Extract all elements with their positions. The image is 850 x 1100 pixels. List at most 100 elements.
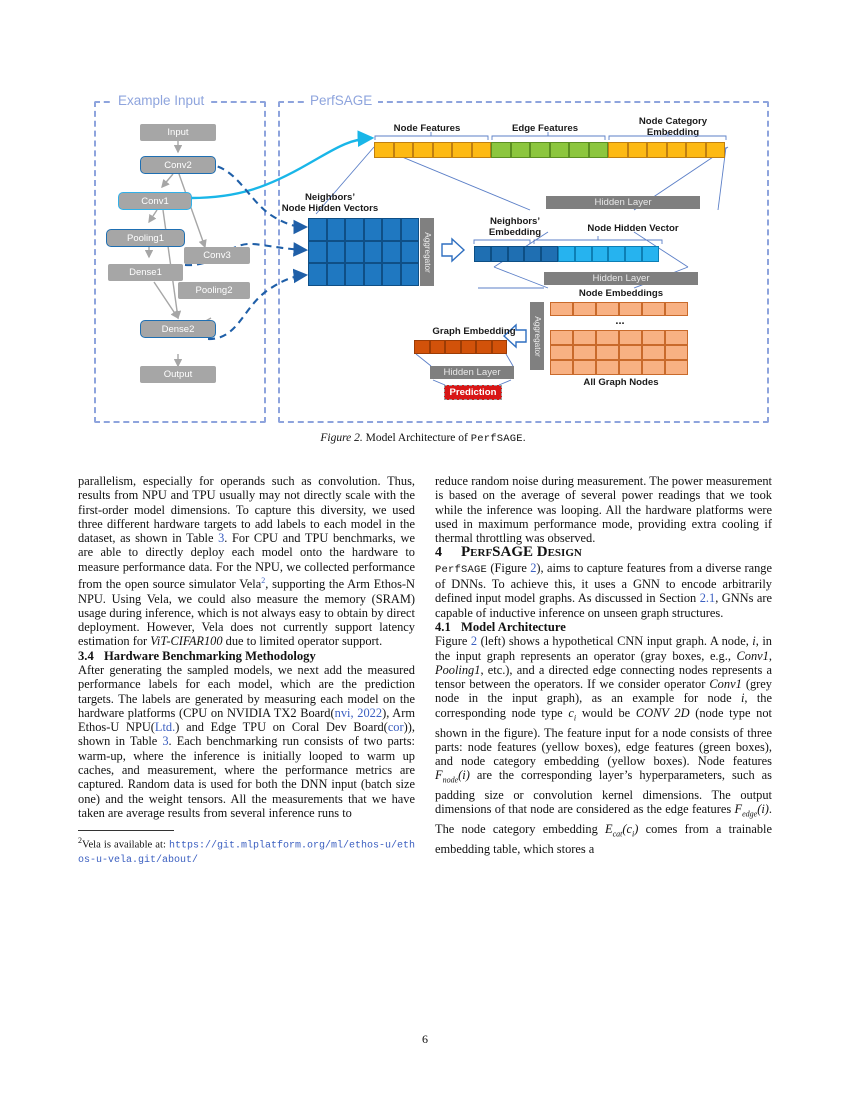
lp2e: . Each benchmarking run consists of two …	[78, 734, 415, 820]
page-number: 6	[422, 1032, 428, 1046]
vit-cifar100-italic: ViT-CIFAR100	[150, 634, 223, 649]
vector-cell	[549, 142, 569, 158]
lp2b: ), Arm Ethos-U NPU(	[78, 705, 416, 735]
left-paragraph-1: parallelism, especially for operands suc…	[78, 474, 415, 649]
matrix-cell	[573, 330, 596, 345]
node-category-embedding-label-line2: Embedding	[646, 127, 700, 138]
vector-cell	[608, 246, 626, 262]
var-i-2: i	[740, 691, 745, 706]
all-graph-nodes-matrix	[550, 330, 688, 375]
rp3k: . The node category embedding	[435, 802, 772, 837]
vector-cell	[510, 142, 530, 158]
matrix-cell	[665, 345, 688, 360]
figure-ref-2b[interactable]: 2	[470, 634, 478, 649]
section-number-3-4: 3.4	[78, 648, 94, 663]
section-title-4: PerfSAGE Design	[461, 544, 582, 561]
vector-cell	[491, 142, 511, 158]
matrix-cell	[642, 330, 665, 345]
vector-cell	[491, 340, 507, 354]
matrix-cell	[382, 263, 401, 286]
graph-node-pooling2[interactable]: Pooling2	[178, 282, 250, 299]
vector-cell	[573, 302, 596, 316]
matrix-cell	[382, 218, 401, 241]
perfsage-mono: PerfSAGE	[435, 563, 488, 576]
ecat-sub: cat	[612, 829, 623, 839]
vector-cell	[647, 142, 667, 158]
right-paragraph-1: reduce random noise during measurement. …	[435, 474, 772, 546]
table-ref-3b[interactable]: 3	[162, 734, 169, 749]
left-paragraph-2: After generating the sampled models, we …	[78, 663, 415, 820]
vector-cell	[471, 142, 491, 158]
rp2b: ), aims to capture features from a diver…	[435, 560, 772, 606]
ecat-arg-sub: i	[632, 829, 635, 839]
graph-node-conv3[interactable]: Conv3	[184, 247, 250, 264]
vector-cell	[490, 246, 508, 262]
matrix-cell	[308, 218, 327, 241]
cite-nvi-2022[interactable]: nvi, 2022	[334, 705, 383, 720]
graph-node-conv1[interactable]: Conv1	[118, 192, 192, 210]
matrix-cell	[619, 330, 642, 345]
graph-node-output[interactable]: Output	[140, 366, 216, 383]
cite-cor[interactable]: cor	[387, 720, 404, 735]
graph-node-conv2[interactable]: Conv2	[140, 156, 216, 174]
matrix-cell	[550, 345, 573, 360]
lp2d: )), shown in Table	[78, 720, 415, 749]
rp3b: (left) shows a hypothetical CNN input gr…	[477, 634, 753, 649]
figure-caption-text: Model Architecture of	[362, 432, 471, 444]
aggregator-arrow-1	[441, 237, 466, 263]
matrix-cell	[550, 360, 573, 375]
vector-cell	[665, 302, 688, 316]
figure-ref-2[interactable]: 2	[530, 560, 537, 575]
matrix-cell	[326, 263, 345, 286]
cite-ltd[interactable]: Ltd.	[154, 720, 176, 735]
rp3j: are the corresponding layer’s hyperparam…	[435, 768, 772, 817]
graph-node-dense2[interactable]: Dense2	[140, 320, 216, 338]
var-c-sub: i	[573, 713, 577, 723]
matrix-cell	[596, 360, 619, 375]
node-category-embedding-label-line1: Node Category	[638, 116, 708, 127]
footnote-url[interactable]: https://git.mlplatform.org/ml/ethos-u/et…	[78, 840, 415, 866]
matrix-cell	[596, 330, 619, 345]
right-column: reduce random noise during measurement. …	[435, 474, 772, 856]
matrix-cell	[400, 240, 419, 263]
footnote-ref-2[interactable]: 2	[261, 576, 266, 586]
rp3f: (grey node in the input graph), as an ex…	[435, 677, 772, 706]
matrix-row	[308, 240, 419, 263]
graph-node-pooling1[interactable]: Pooling1	[106, 229, 185, 247]
var-c: c	[568, 705, 574, 720]
vector-cell	[476, 340, 492, 354]
table-ref-3[interactable]: 3	[218, 531, 225, 546]
matrix-cell	[642, 345, 665, 360]
vector-cell	[705, 142, 725, 158]
graph-node-input[interactable]: Input	[140, 124, 216, 141]
matrix-cell	[308, 240, 327, 263]
neighbors-node-hidden-vectors-label-line1: Neighbors’	[304, 192, 356, 203]
right-paragraph-3: Figure 2 (left) shows a hypothetical CNN…	[435, 634, 772, 856]
node-hidden-vector-label: Node Hidden Vector	[587, 223, 679, 234]
vector-cell	[591, 246, 609, 262]
vector-cell	[445, 340, 461, 354]
footnote-marker: 2	[78, 836, 82, 846]
fnode-sub: node	[442, 775, 459, 785]
rp3e: , etc.), and a directed edge connecting …	[435, 662, 772, 692]
vector-cell	[452, 142, 472, 158]
vector-cell	[432, 142, 452, 158]
node-embeddings-strip	[550, 302, 688, 316]
hidden-layer-1-brackets	[473, 236, 663, 244]
graph-embedding-label: Graph Embedding	[432, 326, 516, 337]
matrix-cell	[345, 240, 364, 263]
matrix-cell	[345, 263, 364, 286]
lp1c: , supporting the Arm Ethos-N NPU. Using …	[78, 577, 415, 649]
rp3a: Figure	[435, 634, 471, 649]
fedge-arg: (i)	[757, 802, 769, 817]
graph-node-dense1[interactable]: Dense1	[108, 264, 183, 281]
node-embeddings-label: Node Embeddings	[578, 288, 664, 299]
var-i-1: i	[752, 634, 756, 649]
section-ref-2-1[interactable]: 2.1	[699, 591, 716, 606]
matrix-cell	[619, 345, 642, 360]
lp1d: due to limited operator support.	[222, 634, 383, 649]
example-input-panel-title: Example Input	[112, 94, 211, 108]
vector-cell	[460, 340, 476, 354]
ecat-arg: (c	[622, 822, 633, 837]
